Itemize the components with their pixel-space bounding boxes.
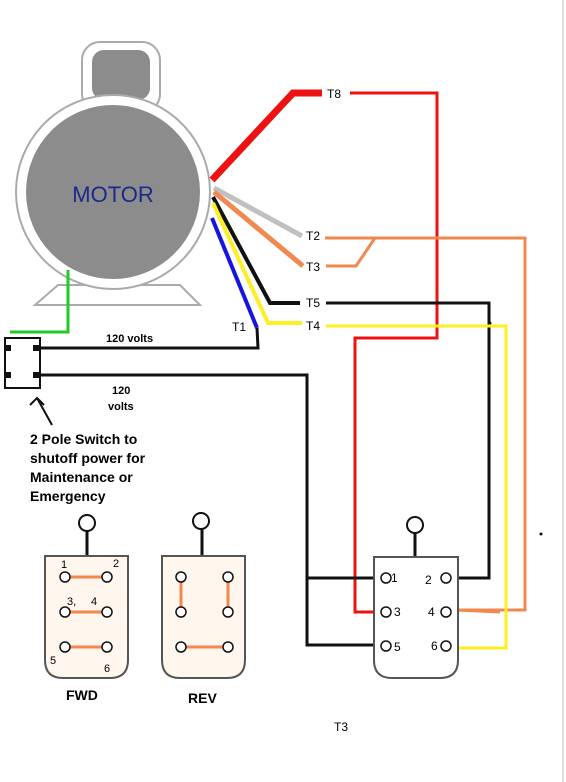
drum-label-4: 4 [428, 605, 435, 619]
wire-t3-orange [212, 190, 305, 268]
motor-leads [10, 89, 527, 650]
rev-terminal [222, 606, 234, 618]
fwd-caption: FWD [66, 687, 98, 703]
rev-caption: REV [188, 690, 217, 706]
fwd-label-3: 3, [67, 596, 76, 608]
switch-terminal [33, 372, 39, 378]
label-t5: T5 [306, 296, 320, 310]
wire-t8-red [209, 89, 322, 183]
wire-t4-yellow [211, 202, 302, 325]
rev-knob [192, 512, 210, 530]
fwd-label-2: 2 [113, 558, 119, 570]
fwd-label-1: 1 [61, 559, 67, 571]
wire-jumper-4 [455, 608, 501, 614]
drum-label-3: 3 [394, 605, 401, 619]
label-t3: T3 [306, 260, 320, 274]
fwd-label-5: 5 [50, 655, 56, 667]
motor-body [26, 105, 200, 279]
fwd-terminal [59, 571, 71, 583]
fwd-terminal [101, 606, 113, 618]
wire-t4-yellow-run [326, 324, 508, 650]
fwd-terminal [59, 641, 71, 653]
wire-t8-red-run [350, 91, 439, 614]
wire-t5-black [211, 196, 300, 305]
label-t3-bottom: T3 [334, 720, 348, 734]
label-120-volts-top: 120 volts [106, 333, 153, 345]
wire-t1-blue [210, 217, 259, 329]
switch-note-line-3: Maintenance or [30, 469, 133, 485]
fwd-terminal [101, 641, 113, 653]
motor-label: MOTOR [72, 182, 153, 207]
lead-labels: T8 T2 T3 T5 T4 T1 T3 [232, 87, 348, 734]
drum-body [373, 556, 459, 679]
fwd-label-6: 6 [104, 663, 110, 675]
switch-note-line-2: shutoff power for [30, 450, 146, 466]
wire-t2-gray [212, 185, 304, 239]
label-120-volts-bottom-b: volts [108, 401, 134, 413]
drum-label-1: 1 [391, 571, 398, 585]
motor-top-cap-inner [92, 50, 150, 100]
dot-marker [488, 321, 492, 325]
drum-label-2: 2 [425, 573, 432, 587]
switch-terminal [5, 372, 11, 378]
volt-labels: 120 volts 120 volts [106, 333, 153, 413]
drum-label-6: 6 [431, 639, 438, 653]
label-t8: T8 [327, 87, 341, 101]
label-t1: T1 [232, 320, 246, 334]
fwd-terminal [59, 606, 71, 618]
fwd-plate-body [44, 555, 129, 679]
rev-terminal [175, 571, 187, 583]
switch-note-line-1: 2 Pole Switch to [30, 431, 138, 447]
rev-terminal [175, 606, 187, 618]
drum-switch: 1 2 3 4 5 6 [373, 516, 459, 679]
rev-terminal [222, 641, 234, 653]
drum-terminal-1 [380, 572, 392, 584]
two-pole-switch [4, 337, 53, 426]
wire-t5-black-run [326, 301, 491, 580]
label-t2: T2 [306, 229, 320, 243]
wire-t1-black [40, 327, 260, 350]
wire-120v-bottom [40, 373, 380, 647]
wire-t2-orange-run [325, 236, 527, 612]
drum-terminal-6 [440, 640, 452, 652]
drum-terminal-3 [380, 606, 392, 618]
label-120-volts-bottom-a: 120 [112, 385, 130, 397]
switch-terminal [5, 345, 11, 351]
label-t4: T4 [306, 319, 320, 333]
drum-knob [406, 516, 424, 534]
rev-terminal [222, 571, 234, 583]
drum-terminal-2 [440, 572, 452, 584]
drum-terminal-4 [440, 606, 452, 618]
rev-plate: REV [161, 512, 246, 706]
motor: MOTOR [15, 41, 211, 306]
drum-label-5: 5 [394, 640, 401, 654]
switch-note: 2 Pole Switch to shutoff power for Maint… [30, 430, 230, 506]
wire-t3-orange-run [326, 237, 377, 268]
switch-note-line-4: Emergency [30, 488, 106, 504]
rev-terminal [175, 641, 187, 653]
drum-terminal-5 [380, 640, 392, 652]
arrow-icon [29, 396, 53, 426]
fwd-plate: 1 2 3, 4 5 6 FWD [44, 514, 129, 703]
fwd-terminal [101, 571, 113, 583]
switch-terminal [33, 345, 39, 351]
fwd-label-4: 4 [91, 596, 97, 608]
wire-ground-green [10, 270, 70, 334]
dot-marker [539, 532, 543, 536]
fwd-knob [78, 514, 96, 532]
